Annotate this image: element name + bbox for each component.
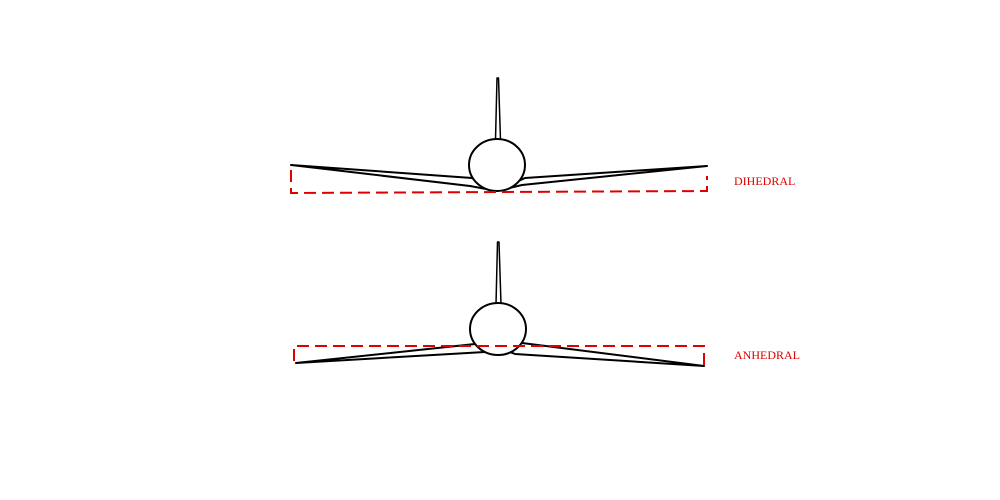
dihedral-label: DIHEDRAL <box>734 174 795 188</box>
dihedral-fuselage <box>468 138 526 192</box>
anhedral-tail-fin <box>495 241 502 305</box>
dihedral-left-wing <box>290 164 498 192</box>
dihedral-aircraft: DIHEDRAL <box>290 77 795 195</box>
anhedral-label: ANHEDRAL <box>734 348 800 362</box>
dihedral-tail-fin <box>494 77 502 141</box>
anhedral-fuselage <box>469 302 527 356</box>
anhedral-aircraft: ANHEDRAL <box>293 241 800 367</box>
anhedral-reference-line <box>293 345 705 366</box>
dihedral-reference-line <box>290 170 708 195</box>
dihedral-right-wing <box>496 165 708 192</box>
anhedral-right-wing <box>497 342 705 367</box>
